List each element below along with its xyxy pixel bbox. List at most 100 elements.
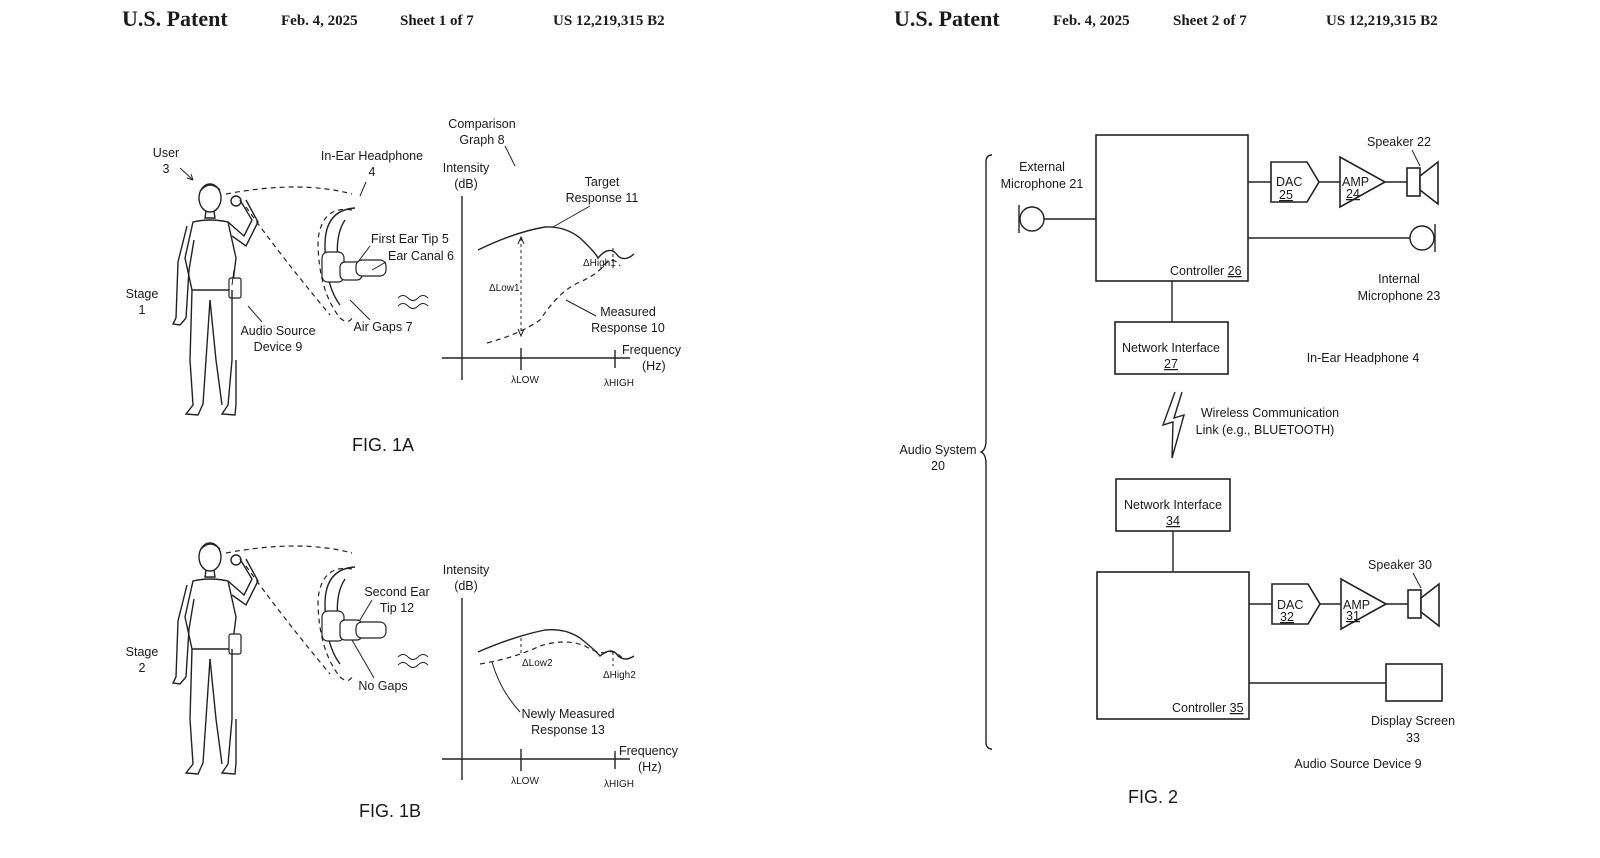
new-measured-response-curve xyxy=(479,641,625,665)
lambda-high-1b: λHIGH xyxy=(604,779,634,790)
header-patent-number-2: US 12,219,315 B2 xyxy=(1326,13,1438,29)
internal-mic-label: Internal xyxy=(1378,272,1420,286)
amp-24-label: AMP xyxy=(1342,175,1369,189)
target-response-curve xyxy=(477,226,635,260)
y-axis-label-1b: Intensity xyxy=(443,563,490,577)
x-axis-unit-1a: (Hz) xyxy=(642,359,666,373)
network-34-label: Network Interface xyxy=(1124,498,1222,512)
user-figure-1 xyxy=(171,183,259,416)
fig1a: User 3 Stage 1 In-Ear Headphone 4 First … xyxy=(126,117,682,455)
internal-microphone-icon xyxy=(1409,224,1436,252)
wireless-ref: Link (e.g., BLUETOOTH) xyxy=(1196,423,1335,437)
dac-32: DAC 32 xyxy=(1271,583,1321,625)
dac-32-label: DAC xyxy=(1277,598,1303,612)
ear-tip-label: First Ear Tip 5 xyxy=(371,232,449,246)
amp-31: AMP 31 xyxy=(1340,577,1388,631)
target-label: Target xyxy=(585,175,620,189)
controller-35-box xyxy=(1096,571,1250,720)
display-label: Display Screen xyxy=(1371,714,1455,728)
amp-31-label: AMP xyxy=(1343,598,1370,612)
second-ear-tip-label: Second Ear xyxy=(364,585,429,599)
stage-1-label: Stage xyxy=(126,287,159,301)
speaker-22-icon xyxy=(1406,160,1439,206)
graph-label: Comparison xyxy=(448,117,515,131)
y-axis-label-1a: Intensity xyxy=(443,161,490,175)
delta-low-1a: ΔLow1 xyxy=(489,283,520,294)
air-gaps-label: Air Gaps 7 xyxy=(353,320,412,334)
patent-sheet-2: U.S. Patent Feb. 4, 2025 Sheet 2 of 7 US… xyxy=(780,0,1600,858)
graph-ref: Graph 8 xyxy=(459,133,504,147)
comparison-graph-1b: Intensity (dB) Frequency (Hz) λLOW λHIGH… xyxy=(442,563,679,790)
figure-1-drawing: User 3 Stage 1 In-Ear Headphone 4 First … xyxy=(126,117,682,821)
header-date-2: Feb. 4, 2025 xyxy=(1053,13,1130,29)
new-measured-ref: Response 13 xyxy=(531,723,605,737)
header-office: U.S. Patent xyxy=(122,6,228,31)
controller-26-label: Controller 26 xyxy=(1170,264,1242,278)
display-screen-box xyxy=(1385,663,1443,702)
amp-24: AMP 24 xyxy=(1339,155,1387,209)
fig1b: Stage 2 Second Ear Tip 12 No Gaps Intens… xyxy=(126,542,679,821)
fig-1b-caption: FIG. 1B xyxy=(359,801,421,821)
lambda-high-1a: λHIGH xyxy=(604,378,634,389)
new-measured-label: Newly Measured xyxy=(521,707,614,721)
headphone-ref: 4 xyxy=(369,165,376,179)
x-axis-unit-1b: (Hz) xyxy=(638,760,662,774)
network-27-label: Network Interface xyxy=(1122,341,1220,355)
display-ref: 33 xyxy=(1406,731,1420,745)
user-label: User xyxy=(153,146,179,160)
stage-2-ref: 2 xyxy=(139,661,146,675)
audio-source-label: Audio Source xyxy=(240,324,315,338)
measured-label: Measured xyxy=(600,305,656,319)
audio-system-ref: 20 xyxy=(931,459,945,473)
network-27-ref: 27 xyxy=(1164,357,1178,371)
amp-24-ref: 24 xyxy=(1346,187,1360,201)
figure-2-drawing: Audio System 20 Controller 26 External M… xyxy=(899,134,1455,807)
x-axis-label-1b: Frequency xyxy=(619,744,679,758)
patent-sheet-1: U.S. Patent Feb. 4, 2025 Sheet 1 of 7 US… xyxy=(0,0,780,858)
delta-high-1b: ΔHigh2 xyxy=(603,670,636,681)
speaker-30-icon xyxy=(1407,582,1440,628)
y-axis-unit-1b: (dB) xyxy=(454,579,478,593)
amp-31-ref: 31 xyxy=(1346,609,1360,623)
delta-low-1b: ΔLow2 xyxy=(522,658,553,669)
dac-32-ref: 32 xyxy=(1280,610,1294,624)
dac-25: DAC 25 xyxy=(1270,161,1320,203)
audio-system-bracket xyxy=(979,154,993,750)
x-axis-label-1a: Frequency xyxy=(622,343,682,357)
speaker-22-label: Speaker 22 xyxy=(1367,135,1431,149)
no-gaps-label: No Gaps xyxy=(358,679,407,693)
stage-2-label: Stage xyxy=(126,645,159,659)
target-ref: Response 11 xyxy=(566,191,639,205)
ear-canal-label: Ear Canal 6 xyxy=(388,249,454,263)
wireless-lightning-icon xyxy=(1161,391,1186,459)
header-office-2: U.S. Patent xyxy=(894,6,1000,31)
comparison-graph-1a: Comparison Graph 8 Intensity (dB) Freque… xyxy=(442,117,682,389)
dac-25-ref: 25 xyxy=(1279,188,1293,202)
fig-2-caption: FIG. 2 xyxy=(1128,787,1178,807)
header-sheet-2: Sheet 2 of 7 xyxy=(1173,13,1247,29)
audio-source-ref: Device 9 xyxy=(254,340,303,354)
ear-with-headphone-1 xyxy=(317,207,387,323)
delta-high-1a: ΔHigh1 xyxy=(583,258,616,269)
lambda-low-1a: λLOW xyxy=(511,375,539,386)
ear-with-headphone-2 xyxy=(317,566,387,682)
internal-mic-ref: Microphone 23 xyxy=(1358,289,1441,303)
target-response-curve-2 xyxy=(477,628,635,660)
wireless-label: Wireless Communication xyxy=(1201,406,1339,420)
audio-system-label: Audio System xyxy=(899,443,976,457)
second-ear-tip-ref: Tip 12 xyxy=(380,601,414,615)
network-34-ref: 34 xyxy=(1166,514,1180,528)
stage-1-ref: 1 xyxy=(139,303,146,317)
headphone-label: In-Ear Headphone xyxy=(321,149,423,163)
user-figure-2 xyxy=(171,542,259,775)
measured-ref: Response 10 xyxy=(591,321,665,335)
header-date: Feb. 4, 2025 xyxy=(281,13,358,29)
external-mic-label: External xyxy=(1019,160,1065,174)
source-device-label: Audio Source Device 9 xyxy=(1294,757,1421,771)
header-sheet: Sheet 1 of 7 xyxy=(400,13,474,29)
header-patent-number: US 12,219,315 B2 xyxy=(553,13,665,29)
lambda-low-1b: λLOW xyxy=(511,776,539,787)
y-axis-unit-1a: (dB) xyxy=(454,177,478,191)
headphone-group-label: In-Ear Headphone 4 xyxy=(1307,351,1420,365)
controller-26-box xyxy=(1095,134,1249,282)
